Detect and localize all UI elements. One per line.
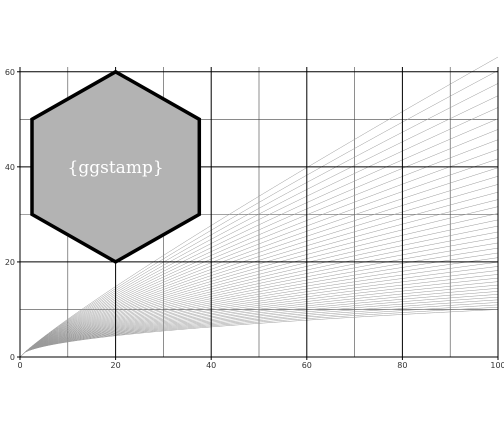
series-line xyxy=(19,70,499,358)
series-line xyxy=(19,270,499,358)
series-line xyxy=(19,118,499,358)
series-line xyxy=(19,231,499,358)
series-line xyxy=(19,242,499,358)
series-line xyxy=(19,56,499,358)
series-line xyxy=(19,219,499,358)
series-line xyxy=(19,277,499,358)
series-line xyxy=(19,199,499,358)
axes xyxy=(19,67,498,358)
series-line xyxy=(19,309,499,358)
series-line xyxy=(19,107,499,358)
series-line xyxy=(19,288,499,358)
y-axis-ticks: 0 20 40 60 xyxy=(5,68,20,362)
series-line xyxy=(19,294,499,358)
x-tick-label: 100 xyxy=(490,361,504,370)
logo-text: {ggstamp} xyxy=(68,158,164,178)
series-line xyxy=(19,129,499,358)
series-line xyxy=(19,225,499,358)
series-line xyxy=(19,139,499,358)
series-line xyxy=(19,261,499,358)
y-tick-label: 40 xyxy=(5,163,15,172)
series-line xyxy=(19,158,499,358)
y-tick-label: 20 xyxy=(5,258,15,267)
series-line xyxy=(19,266,499,358)
series-line xyxy=(19,191,499,358)
series-line xyxy=(19,95,499,358)
x-tick-label: 40 xyxy=(206,361,216,370)
series-line xyxy=(19,304,499,358)
series-line xyxy=(19,299,499,358)
series-line xyxy=(19,83,499,358)
series-line xyxy=(19,206,499,358)
series-line xyxy=(19,149,499,358)
x-tick-label: 80 xyxy=(397,361,407,370)
series-line xyxy=(19,257,499,358)
series-line xyxy=(19,247,499,358)
curve-family xyxy=(19,56,499,358)
ggstamp-hexagon-logo: {ggstamp} xyxy=(30,69,202,264)
series-line xyxy=(19,281,499,358)
series-line xyxy=(19,302,499,358)
series-line xyxy=(19,284,499,358)
series-line xyxy=(19,296,499,358)
series-line xyxy=(19,291,499,358)
hexagon-shape xyxy=(30,69,202,264)
y-tick-label: 0 xyxy=(10,353,15,362)
x-axis-ticks: 0 20 40 60 80 100 xyxy=(17,357,504,370)
series-line xyxy=(19,213,499,358)
x-tick-label: 20 xyxy=(111,361,121,370)
x-tick-label: 0 xyxy=(17,361,22,370)
series-line xyxy=(19,167,499,358)
series-line xyxy=(19,176,499,358)
series-line xyxy=(19,252,499,358)
series-line xyxy=(19,237,499,358)
y-tick-label: 60 xyxy=(5,68,15,77)
series-line xyxy=(19,274,499,358)
series-line xyxy=(19,184,499,358)
x-tick-label: 60 xyxy=(302,361,312,370)
series-line xyxy=(19,306,499,358)
